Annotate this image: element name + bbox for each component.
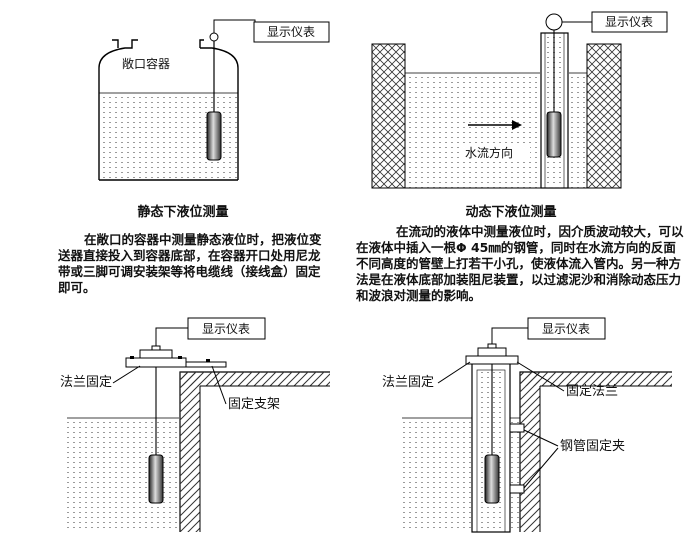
meter-label-1: 显示仪表 bbox=[267, 25, 315, 39]
level-sensor bbox=[148, 454, 164, 504]
pipe-clamp-lower bbox=[509, 484, 525, 494]
fixed-flange-label: 固定法兰 bbox=[566, 384, 618, 399]
flow-direction-label: 水流方向 bbox=[465, 145, 513, 160]
flowing-liquid-diagram: 显示仪表 水流方向 bbox=[371, 11, 668, 189]
flange-cap bbox=[139, 349, 173, 359]
static-description: 在敞口的容器中测量静态液位时，把液位变送器直接投入到容器底部，在容器开口处用尼龙… bbox=[58, 232, 322, 295]
meter-label-4: 显示仪表 bbox=[542, 322, 590, 336]
meter-label-3: 显示仪表 bbox=[202, 322, 250, 336]
fixed-bracket-label: 固定支架 bbox=[228, 397, 280, 412]
pipe-clamp-upper bbox=[509, 423, 525, 433]
static-caption: 静态下液位测量 bbox=[137, 205, 229, 220]
flange-fixed-label-2: 法兰固定 bbox=[382, 375, 434, 390]
container-wall-right bbox=[200, 47, 239, 180]
dynamic-description: 在流动的液体中测量液位时，因介质波动较大，可以在液体中插入一根Φ 45㎜的钢管，… bbox=[356, 224, 684, 303]
flange bbox=[125, 357, 187, 368]
meter-head-icon bbox=[545, 13, 563, 31]
pipe-clamp-label: 钢管固定夹 bbox=[560, 439, 625, 454]
bracket bbox=[185, 361, 227, 368]
container-wall-left bbox=[98, 39, 138, 180]
flange bbox=[465, 355, 519, 365]
right-wall bbox=[586, 43, 622, 189]
level-sensor bbox=[484, 454, 500, 504]
pipe-clamp-diagram: 显示仪表 法兰固定 固定法兰 钢管固定夹 bbox=[382, 317, 672, 533]
open-container-diagram: 显示仪表 敞口容器 bbox=[98, 19, 330, 181]
left-wall bbox=[371, 43, 406, 189]
open-container-label: 敞口容器 bbox=[122, 56, 170, 71]
level-sensor bbox=[546, 111, 562, 158]
meter-label-2: 显示仪表 bbox=[605, 15, 653, 29]
flange-fixed-label-1: 法兰固定 bbox=[60, 375, 112, 390]
flange-bracket-diagram: 显示仪表 法兰固定 固定支架 bbox=[60, 317, 330, 532]
level-sensor bbox=[206, 111, 222, 161]
dynamic-caption: 动态下液位测量 bbox=[465, 205, 557, 220]
flange-cap bbox=[477, 347, 507, 357]
meter-head-icon bbox=[209, 32, 219, 42]
